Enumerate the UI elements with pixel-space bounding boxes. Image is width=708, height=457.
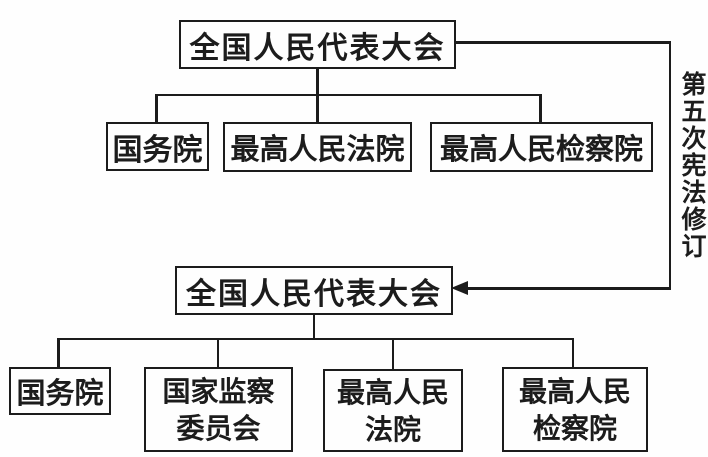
- org-box-state-council-after: 国务院: [9, 367, 111, 415]
- org-box-supreme-procuratorate-after: 最高人民 检察院: [502, 367, 648, 452]
- connector-stub-supervisory-commission: [216, 337, 219, 368]
- connector-stub-state-council-after: [57, 337, 60, 368]
- connector-stub-supreme-court-after: [391, 337, 394, 370]
- org-box-npc-after: 全国人民代表大会: [175, 266, 453, 315]
- connector-rail-before: [155, 93, 541, 96]
- left-arrowhead-icon: [451, 281, 468, 295]
- org-box-supreme-procuratorate-before: 最高人民检察院: [430, 122, 653, 172]
- org-box-supreme-court-after: 最高人民 法院: [323, 369, 463, 452]
- amendment-arrow-vertical-segment: [668, 41, 671, 289]
- org-box-state-council-before: 国务院: [106, 122, 209, 171]
- connector-stem-after: [312, 314, 315, 340]
- connector-stub-procuratorate-after: [571, 337, 574, 368]
- amendment-arrow-bottom-segment: [466, 287, 671, 290]
- org-box-npc-before: 全国人民代表大会: [179, 20, 456, 69]
- amendment-label: 第五次宪法修订: [678, 71, 707, 260]
- connector-stub-state-council-before: [155, 93, 158, 123]
- connector-stub-procuratorate-before: [539, 93, 542, 123]
- org-box-supreme-court-before: 最高人民法院: [223, 122, 412, 172]
- amendment-arrow-top-segment: [455, 41, 671, 44]
- org-box-supervisory-commission: 国家监察 委员会: [144, 367, 293, 452]
- connector-rail-after: [57, 337, 574, 340]
